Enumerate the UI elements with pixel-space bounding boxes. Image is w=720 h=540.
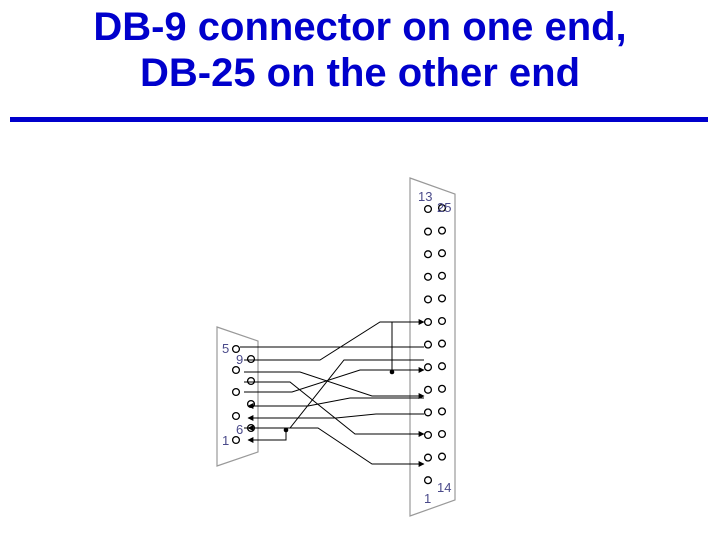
db9-pin [231, 411, 241, 421]
db9-pin [231, 387, 241, 397]
db25-pin [437, 316, 447, 326]
wire-cross-2 [244, 371, 425, 399]
db25-pin [423, 295, 433, 304]
db25-pin [437, 249, 447, 258]
db25-connector-shell [409, 177, 456, 517]
db25-pin [437, 362, 447, 371]
db25-pin [437, 203, 447, 213]
db25-pin [437, 452, 447, 461]
db25-pin [423, 250, 433, 259]
db25-pin [423, 204, 433, 214]
db25-pin [437, 271, 447, 280]
db25-pin [437, 226, 447, 235]
db25-pin [423, 430, 433, 440]
db25-pin [423, 340, 433, 349]
db25-pin [423, 476, 433, 485]
db9-label-9: 9 [236, 352, 243, 367]
db25-label-13: 13 [418, 189, 432, 204]
db25-pin [437, 407, 447, 416]
db25-pin [423, 408, 433, 417]
db25-pin [423, 385, 433, 394]
db9-connector-shell [216, 326, 259, 467]
db9-label-6: 6 [236, 422, 243, 437]
title-underline [10, 117, 708, 122]
wire-cross-3 [244, 381, 425, 437]
db25-pin [437, 339, 447, 348]
title-line-2: DB-25 on the other end [139, 51, 581, 95]
slide-title: DB-9 connector on one end, DB-25 on the … [0, 4, 720, 96]
db25-pin [423, 453, 433, 462]
db25-pin [423, 272, 433, 281]
wire-cross-8 [247, 359, 424, 431]
db25-pin [437, 384, 447, 393]
title-line-1: DB-9 connector on one end, [93, 5, 627, 49]
db9-pin [246, 354, 256, 364]
wire-cross-6 [247, 413, 424, 421]
db9-pin [231, 435, 241, 445]
wire-cross-7 [244, 427, 425, 467]
db25-label-25: 25 [437, 200, 451, 215]
db25-label-14: 14 [437, 480, 451, 495]
db25-pin [423, 227, 433, 236]
db25-pin [423, 363, 433, 372]
db9-label-1: 1 [222, 433, 229, 448]
db25-pins [423, 203, 447, 485]
junction-dot [389, 369, 395, 375]
wire-cross-1 [244, 319, 425, 361]
wires [240, 319, 425, 467]
db25-pin [437, 294, 447, 303]
db25-pin [437, 429, 447, 439]
wire-cross-5 [247, 397, 424, 409]
db9-label-5: 5 [222, 341, 229, 356]
db9-pin [231, 365, 241, 375]
db25-pin [423, 317, 433, 327]
db25-label-1: 1 [424, 491, 431, 506]
wire-jumper-1 [391, 321, 424, 372]
db9-pin [231, 344, 241, 354]
db9-pin [246, 376, 256, 386]
junction-dot [283, 427, 289, 433]
